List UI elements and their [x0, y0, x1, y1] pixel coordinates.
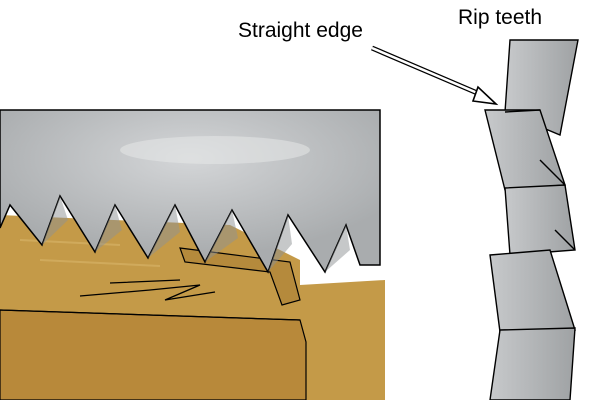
wood-split-plank — [0, 309, 307, 400]
rip-teeth-label: Rip teeth — [458, 6, 543, 29]
rip-teeth-profile — [484, 39, 579, 400]
rip-tooth — [504, 184, 576, 256]
pointer-arrow — [371, 45, 499, 106]
rip-tooth — [489, 327, 576, 400]
straight-edge-label: Straight edge — [238, 19, 363, 42]
rip-tooth — [489, 249, 576, 333]
saw-blade — [0, 109, 381, 274]
wood-crack — [79, 279, 216, 301]
blade-highlight — [120, 136, 310, 164]
